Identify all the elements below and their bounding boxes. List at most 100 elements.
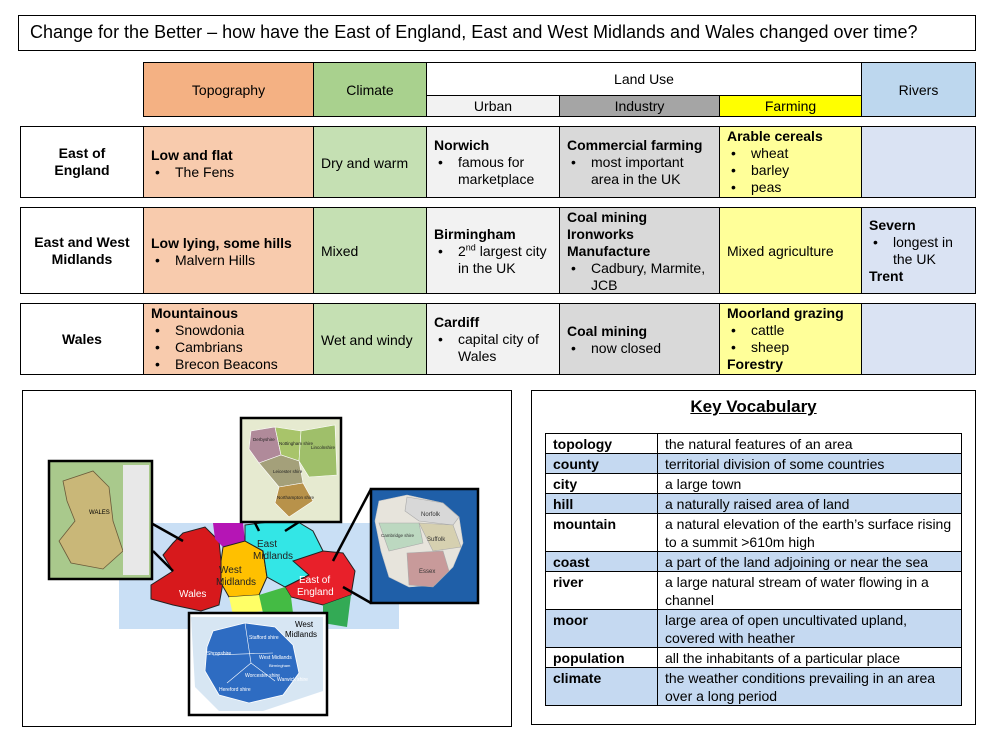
midlands-urban-item-num: 2 <box>458 243 466 259</box>
vocab-term: hill <box>545 493 658 514</box>
east-industry-head: Commercial farming <box>567 137 703 153</box>
wales-region <box>150 526 224 612</box>
midlands-topography-head: Low lying, some hills <box>151 235 292 251</box>
cambridgeshire-shape <box>378 522 424 552</box>
header-land-use-label: Land Use <box>614 71 674 87</box>
east-urban-item: famous for marketplace <box>438 154 555 188</box>
header-topography-label: Topography <box>191 81 266 98</box>
suffolk-shape <box>418 522 462 552</box>
header-land-use: Land Use <box>426 62 862 96</box>
midlands-topography: Low lying, some hills Malvern Hills <box>143 207 314 294</box>
south-west-strip <box>229 595 263 615</box>
header-farming: Farming <box>719 95 862 117</box>
vocab-term: river <box>545 571 658 610</box>
wales-industry-item: now closed <box>571 340 715 357</box>
connector-line <box>342 585 372 605</box>
east-climate-text: Dry and warm <box>321 155 409 171</box>
wales-urban-head: Cardiff <box>434 314 480 330</box>
map-label-west-midlands-2: Midlands <box>216 577 256 588</box>
header-topography: Topography <box>143 62 314 117</box>
midlands-rivers-tail: Trent <box>869 268 904 284</box>
wales-topography: Mountainous Snowdonia Cambrians Brecon B… <box>143 303 314 375</box>
map-label-east-england-2: England <box>297 587 334 598</box>
wales-rivers <box>861 303 976 375</box>
birmingham-label: Birmingham <box>269 663 291 668</box>
midlands-urban-item: 2nd largest city in the UK <box>438 242 555 277</box>
header-industry-label: Industry <box>614 98 665 114</box>
west-midlands-inset-label-1: West <box>295 620 314 629</box>
south-east-strip <box>259 587 293 613</box>
row-label-wales-text: Wales <box>62 330 102 347</box>
east-climate: Dry and warm <box>313 126 427 198</box>
header-industry: Industry <box>559 95 720 117</box>
east-industry-item: most important area in the UK <box>571 154 715 188</box>
map-label-east-midlands-2: Midlands <box>253 551 293 562</box>
east-topography: Low and flat The Fens <box>143 126 314 198</box>
wales-farming-item: sheep <box>731 339 857 356</box>
county-borders <box>212 622 276 684</box>
wales-farming-head: Moorland grazing <box>727 305 844 321</box>
connector-line <box>152 550 174 572</box>
midlands-industry-line: Coal mining <box>567 209 648 225</box>
east-farming-item: peas <box>731 179 857 196</box>
vocab-definition: territorial division of some countries <box>657 453 962 474</box>
east-urban-head: Norwich <box>434 137 490 153</box>
map-label-wales: Wales <box>179 589 206 600</box>
region-map: Wales West Midlands East Midlands East o… <box>47 416 480 717</box>
midlands-rivers-item: longest in the UK <box>873 234 971 268</box>
east-rivers <box>861 126 976 198</box>
wales-topography-item: Snowdonia <box>155 322 309 339</box>
leicestershire-label: Leicester shire <box>273 469 303 474</box>
page-title: Change for the Better – how have the Eas… <box>18 15 976 51</box>
wales-climate: Wet and windy <box>313 303 427 375</box>
east-farming: Arable cereals wheat barley peas <box>719 126 862 198</box>
shropshire-label: Shropshire <box>207 651 231 657</box>
midlands-climate: Mixed <box>313 207 427 294</box>
wales-inset-england <box>123 465 149 575</box>
map-label-west-midlands-1: West <box>219 565 242 576</box>
vocab-term: topology <box>545 433 658 454</box>
wales-urban-item: capital city of Wales <box>438 331 555 365</box>
midlands-rivers: Severn longest in the UK Trent <box>861 207 976 294</box>
wales-farming-item: cattle <box>731 322 857 339</box>
midlands-urban-item-sup: nd <box>465 242 476 253</box>
east-farming-head: Arable cereals <box>727 128 823 144</box>
vocab-definition: a large town <box>657 473 962 494</box>
east-industry: Commercial farming most important area i… <box>559 126 720 198</box>
east-topography-item: The Fens <box>155 164 309 181</box>
key-vocabulary-title: Key Vocabulary <box>690 397 817 416</box>
wales-urban: Cardiff capital city of Wales <box>426 303 560 375</box>
vocab-definition: all the inhabitants of a particular plac… <box>657 647 962 668</box>
norfolk-label: Norfolk <box>421 512 441 518</box>
wales-industry-head: Coal mining <box>567 323 648 339</box>
row-label-east: East of England <box>20 126 144 198</box>
header-rivers: Rivers <box>861 62 976 117</box>
west-midlands-county-label: West Midlands <box>259 655 292 661</box>
row-label-midlands: East and West Midlands <box>20 207 144 294</box>
herefordshire-label: Hereford shire <box>219 687 251 693</box>
wales-climate-text: Wet and windy <box>321 332 413 348</box>
midlands-urban-head: Birmingham <box>434 226 516 242</box>
staffordshire-label: Stafford shire <box>249 635 279 641</box>
header-farming-label: Farming <box>764 98 817 114</box>
vocab-definition: a naturally raised area of land <box>657 493 962 514</box>
row-label-east-text: East of England <box>54 145 110 178</box>
vocab-definition: a part of the land adjoining or near the… <box>657 551 962 572</box>
header-urban-label: Urban <box>473 98 513 114</box>
vocab-term: mountain <box>545 513 658 552</box>
lincolnshire-shape <box>298 424 338 478</box>
wales-topography-item: Cambrians <box>155 339 309 356</box>
row-label-midlands-text: East and West Midlands <box>34 233 130 267</box>
header-climate-label: Climate <box>346 81 394 98</box>
midlands-topography-item: Malvern Hills <box>155 252 309 269</box>
nottinghamshire-label: Nottingham shire <box>279 441 314 446</box>
wales-inset-label: WALES <box>89 510 110 516</box>
midlands-farming: Mixed agriculture <box>719 207 862 294</box>
